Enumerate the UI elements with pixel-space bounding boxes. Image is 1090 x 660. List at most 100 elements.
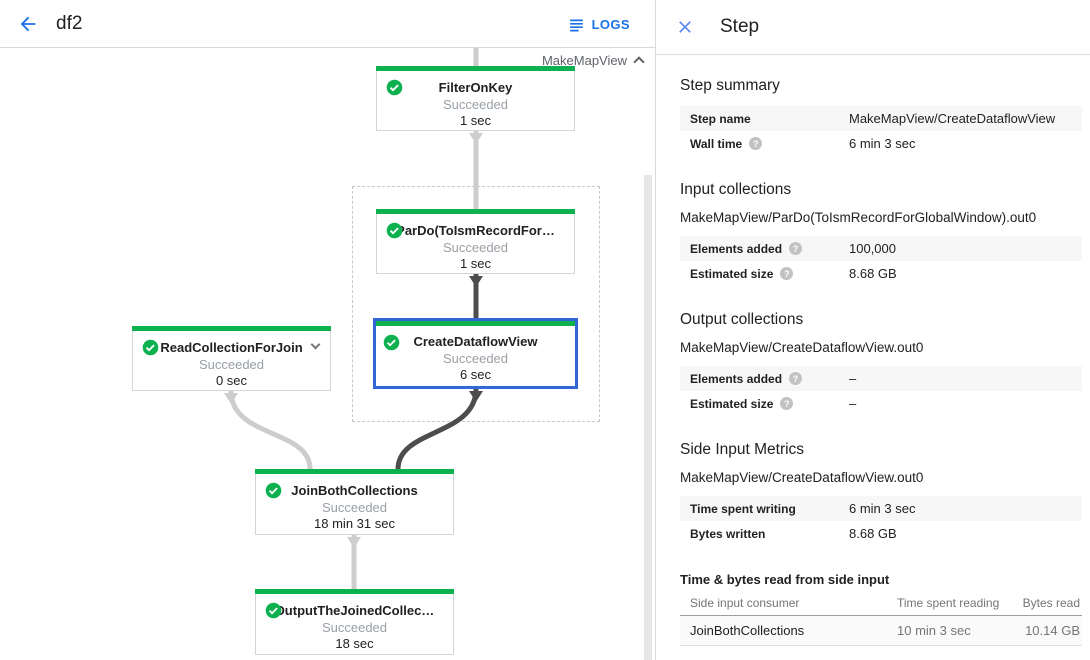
- node-time: 1 sec: [459, 256, 492, 271]
- node-title: CreateDataflowView: [413, 334, 538, 349]
- status-bar: [376, 321, 575, 326]
- row-label: Estimated size?: [690, 397, 849, 411]
- table-row: JoinBothCollections 10 min 3 sec 10.14 G…: [680, 616, 1082, 646]
- logs-list-icon: [569, 19, 583, 31]
- help-icon[interactable]: ?: [749, 137, 763, 150]
- panel-divider: [655, 0, 656, 660]
- row-label: Step name: [690, 111, 751, 126]
- check-circle-icon: [386, 79, 403, 96]
- node-joinbothcollections[interactable]: JoinBothCollections Succeeded 18 min 31 …: [255, 469, 454, 535]
- row-step-name: Step name MakeMapView/CreateDataflowView: [680, 106, 1082, 131]
- check-circle-icon: [142, 339, 159, 356]
- node-createdataflowview-selected[interactable]: CreateDataflowView Succeeded 6 sec: [373, 318, 578, 389]
- input-collection-name: MakeMapView/ParDo(ToIsmRecordForGlobalWi…: [680, 210, 1037, 225]
- node-status: Succeeded: [442, 97, 509, 112]
- job-graph-canvas[interactable]: MakeMapView FilterOnKey Succeeded 1 sec …: [0, 48, 655, 660]
- row-label: Time spent writing: [690, 501, 796, 516]
- arrow-left-icon: [20, 16, 36, 31]
- status-bar: [132, 326, 331, 331]
- section-heading-step-summary: Step summary: [680, 77, 780, 94]
- help-icon[interactable]: ?: [780, 267, 794, 280]
- check-circle-icon: [383, 334, 400, 351]
- row-value: –: [849, 371, 857, 386]
- close-panel-button[interactable]: [673, 15, 697, 39]
- check-circle-icon: [265, 602, 282, 619]
- check-circle-icon: [386, 222, 403, 239]
- row-label: Bytes written: [690, 526, 766, 541]
- node-status: Succeeded: [321, 620, 388, 635]
- node-filteronkey[interactable]: FilterOnKey Succeeded 1 sec: [376, 66, 575, 131]
- node-time: 0 sec: [215, 373, 248, 388]
- row-wall-time: Wall time? 6 min 3 sec: [680, 131, 1082, 156]
- row-label: Elements added?: [690, 372, 849, 386]
- col-side-input-consumer: Side input consumer: [690, 596, 800, 610]
- status-bar: [376, 209, 575, 214]
- job-title: df2: [56, 12, 83, 34]
- back-button[interactable]: [14, 10, 42, 38]
- row-value: 8.68 GB: [849, 526, 897, 541]
- help-icon[interactable]: ?: [789, 242, 803, 255]
- row-label: Wall time?: [690, 137, 849, 151]
- node-title: ReadCollectionForJoin: [160, 340, 303, 355]
- table-heading-side-input-read: Time & bytes read from side input: [680, 572, 890, 587]
- node-time: 1 sec: [459, 113, 492, 128]
- check-circle-icon: [265, 482, 282, 499]
- status-bar: [255, 589, 454, 594]
- row-elements-added: Elements added? 100,000: [680, 236, 1082, 261]
- node-time: 18 min 31 sec: [314, 516, 395, 531]
- col-time-spent-reading: Time spent reading: [897, 596, 1000, 610]
- node-title: JoinBothCollections: [291, 483, 418, 498]
- node-time: 18 sec: [335, 636, 374, 651]
- node-title: OutputTheJoinedCollec…: [274, 603, 435, 618]
- top-bar: df2 LOGS: [0, 0, 656, 48]
- step-details-panel: Step Step summary Step name MakeMapView/…: [656, 0, 1090, 660]
- help-icon[interactable]: ?: [789, 372, 803, 385]
- canvas-scrollbar[interactable]: [644, 175, 652, 660]
- node-readcollectionforjoin[interactable]: ReadCollectionForJoin Succeeded 0 sec: [132, 326, 331, 391]
- status-bar: [376, 66, 575, 71]
- section-heading-side-input-metrics: Side Input Metrics: [680, 441, 805, 458]
- row-bytes-written: Bytes written 8.68 GB: [680, 521, 1082, 546]
- side-input-collection-name: MakeMapView/CreateDataflowView.out0: [680, 470, 924, 485]
- panel-body: Step summary Step name MakeMapView/Creat…: [656, 77, 1090, 646]
- row-label: Estimated size?: [690, 267, 849, 281]
- row-value: 100,000: [849, 241, 896, 256]
- node-pardo-toismrecord[interactable]: ParDo(ToIsmRecordFor… Succeeded 1 sec: [376, 209, 575, 274]
- node-title: FilterOnKey: [438, 80, 513, 95]
- help-icon[interactable]: ?: [780, 397, 794, 410]
- cell-consumer: JoinBothCollections: [690, 623, 805, 638]
- row-value: 6 min 3 sec: [849, 136, 916, 151]
- row-time-spent-writing: Time spent writing 6 min 3 sec: [680, 496, 1082, 521]
- panel-title: Step: [720, 16, 760, 37]
- node-time: 6 sec: [459, 367, 492, 382]
- graph-edges: [224, 48, 483, 589]
- status-bar: [255, 469, 454, 474]
- table-header: Side input consumer Time spent reading B…: [680, 591, 1082, 616]
- section-heading-input-collections: Input collections: [680, 181, 792, 198]
- row-value: 6 min 3 sec: [849, 501, 916, 516]
- section-heading-output-collections: Output collections: [680, 311, 804, 328]
- row-elements-added: Elements added? –: [680, 366, 1082, 391]
- close-icon: [679, 21, 691, 33]
- row-value: MakeMapView/CreateDataflowView: [849, 111, 1056, 126]
- cell-bytes-read: 10.14 GB: [1025, 623, 1080, 638]
- logs-button[interactable]: LOGS: [568, 0, 630, 48]
- col-bytes-read: Bytes read: [1022, 596, 1080, 610]
- row-label: Elements added?: [690, 242, 849, 256]
- group-name: MakeMapView: [541, 53, 627, 68]
- logs-label: LOGS: [591, 16, 630, 32]
- node-outputthejoinedcollection[interactable]: OutputTheJoinedCollec… Succeeded 18 sec: [255, 589, 454, 655]
- output-collection-name: MakeMapView/CreateDataflowView.out0: [680, 340, 924, 355]
- node-title: ParDo(ToIsmRecordFor…: [396, 223, 555, 238]
- node-status: Succeeded: [321, 500, 388, 515]
- node-status: Succeeded: [198, 357, 265, 372]
- chevron-up-icon[interactable]: [633, 56, 645, 68]
- row-estimated-size: Estimated size? 8.68 GB: [680, 261, 1082, 286]
- row-value: –: [849, 396, 857, 411]
- row-value: 8.68 GB: [849, 266, 897, 281]
- cell-time-spent-reading: 10 min 3 sec: [897, 623, 971, 638]
- node-status: Succeeded: [442, 240, 509, 255]
- panel-header: Step: [656, 0, 1090, 55]
- node-status: Succeeded: [442, 351, 509, 366]
- group-label-makemapview[interactable]: MakeMapView: [539, 53, 645, 68]
